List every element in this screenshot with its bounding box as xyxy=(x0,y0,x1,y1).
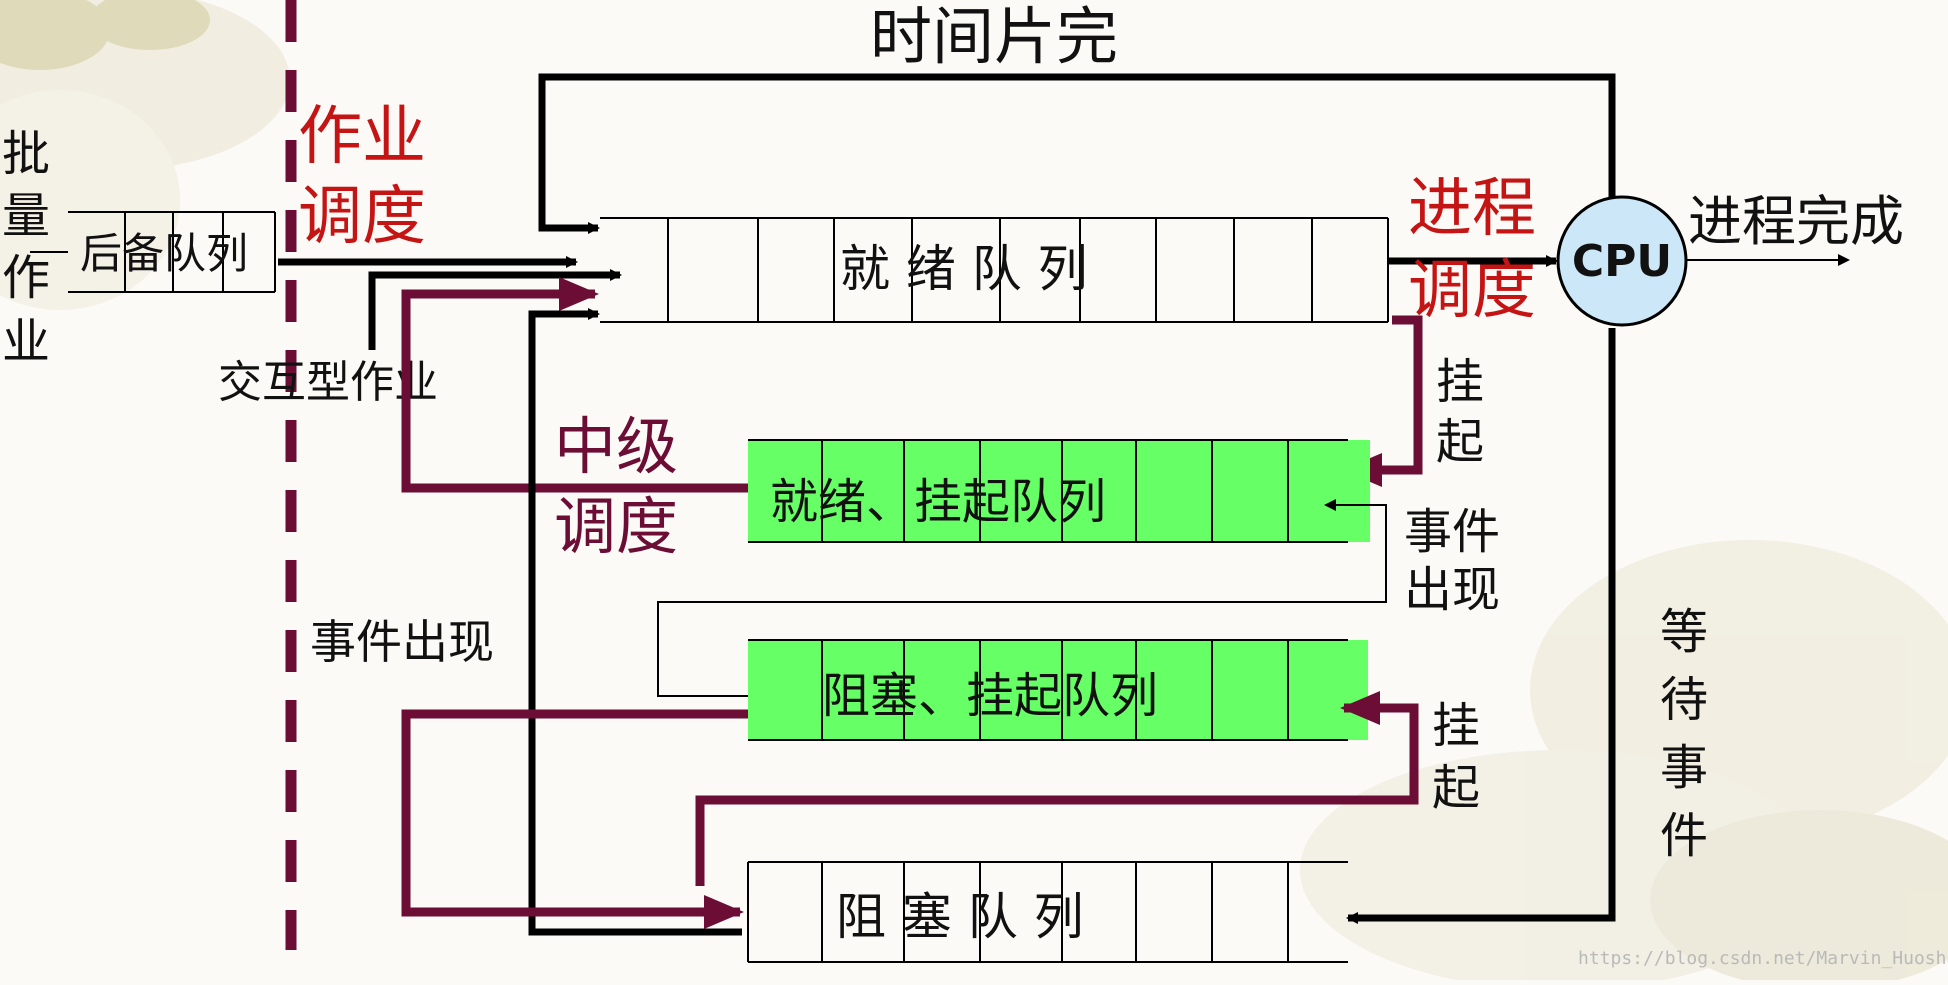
blocked-queue-label: 阻 塞 队 列 xyxy=(836,888,1084,946)
mid-scheduling-activate-arrow xyxy=(401,277,748,493)
wait-event-label: 等 待 事 件 xyxy=(1660,604,1708,864)
suspend-top-label-line2: 起 xyxy=(1436,414,1484,470)
job-scheduling-label-line1: 作业 xyxy=(298,100,426,174)
mid-scheduling-label-line2: 调度 xyxy=(554,490,678,563)
process-scheduling-label-line2: 调度 xyxy=(1408,254,1536,328)
svg-text:作: 作 xyxy=(2,250,50,306)
event-occurs-suspended-line xyxy=(657,499,1387,697)
suspend-bottom-label-line1: 挂 xyxy=(1432,698,1480,754)
suspend-top-label-line1: 挂 xyxy=(1436,354,1484,410)
process-complete-label: 进程完成 xyxy=(1688,190,1904,253)
mid-scheduling-label-line1: 中级 xyxy=(554,410,678,483)
svg-text:量: 量 xyxy=(2,188,50,244)
svg-text:等: 等 xyxy=(1660,604,1708,660)
suspend-bottom-label-line2: 起 xyxy=(1432,760,1480,816)
ready-queue: 就 绪 队 列 xyxy=(600,217,1389,323)
interactive-job-label: 交互型作业 xyxy=(218,357,438,408)
time-slice-loop-line xyxy=(538,73,1616,248)
suspend-top-arrow xyxy=(1342,315,1423,487)
svg-text:待: 待 xyxy=(1660,672,1708,728)
interactive-to-ready-arrow xyxy=(368,269,622,350)
backup-queue-label: 后备队列 xyxy=(80,229,248,278)
event-occurs-right-label-line2: 出现 xyxy=(1404,562,1500,618)
job-scheduling-label-line2: 调度 xyxy=(298,180,426,254)
svg-text:业: 业 xyxy=(2,314,50,370)
blocked-queue: 阻 塞 队 列 xyxy=(747,861,1348,963)
svg-text:件: 件 xyxy=(1660,808,1708,864)
ready-suspend-queue: 就绪、挂起队列 xyxy=(748,439,1370,543)
ready-suspend-queue-label: 就绪、挂起队列 xyxy=(770,474,1106,530)
process-scheduling-label-line1: 进程 xyxy=(1408,172,1536,246)
backup-queue: 后备队列 xyxy=(30,211,276,293)
batch-job-label: 批 量 作 业 xyxy=(2,126,50,370)
event-occurs-right-label-line1: 事件 xyxy=(1404,504,1500,560)
wait-event-line xyxy=(1346,328,1616,924)
suspend-bottom-arrow xyxy=(695,691,1419,886)
cpu-label: CPU xyxy=(1572,236,1672,287)
event-occurs-blocked-line xyxy=(528,308,742,936)
watermark: https://blog.csdn.net/Marvin_Huoshan xyxy=(1578,948,1948,969)
title-time-slice-complete: 时间片完 xyxy=(870,0,1118,73)
svg-text:批: 批 xyxy=(2,126,50,182)
blocked-suspend-queue-label: 阻塞、挂起队列 xyxy=(822,668,1158,724)
blocked-suspend-activate-arrow xyxy=(401,709,748,929)
ready-queue-label: 就 绪 队 列 xyxy=(840,240,1088,298)
svg-text:事: 事 xyxy=(1660,740,1708,796)
blocked-suspend-queue: 阻塞、挂起队列 xyxy=(748,639,1368,741)
event-occurs-left-label: 事件出现 xyxy=(310,615,494,669)
